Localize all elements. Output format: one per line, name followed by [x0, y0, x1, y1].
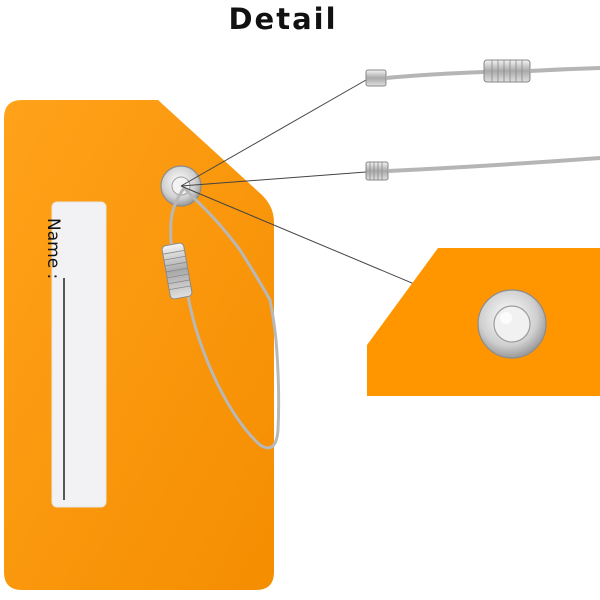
zoomed-grommet: [477, 289, 547, 359]
tag-body: [4, 100, 274, 590]
page-title: Detail: [228, 2, 338, 36]
detail-threaded-cable-end: [365, 156, 600, 181]
luggage-tag: Name :: [4, 100, 274, 590]
cable-screw-lock: [161, 242, 193, 300]
name-label-text: Name :: [43, 218, 63, 279]
detail-cable-screw-connector: [365, 59, 600, 87]
detail-tag-corner-zoom: [367, 248, 600, 396]
steel-cable-loop: [169, 186, 281, 450]
name-label-window: [51, 201, 107, 508]
